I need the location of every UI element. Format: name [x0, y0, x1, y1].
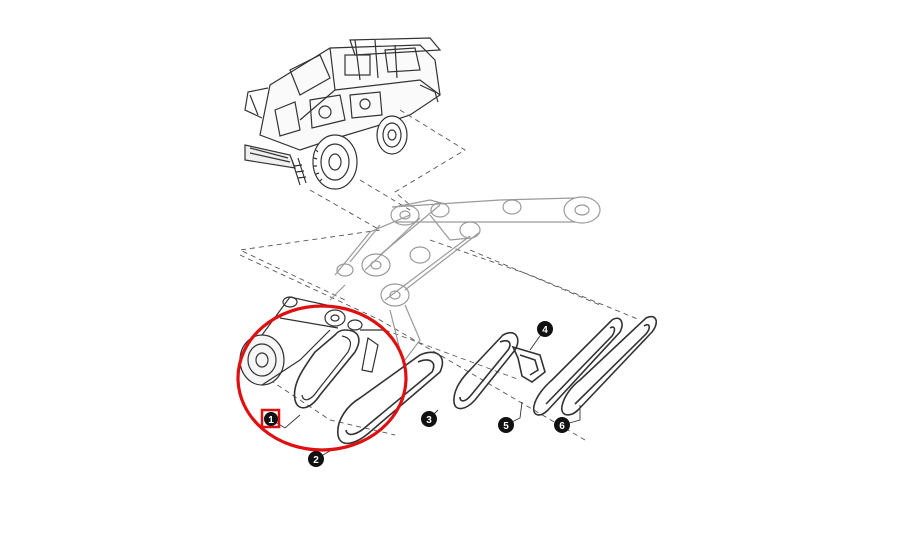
belt-4	[511, 345, 546, 383]
callout-2-marker	[308, 451, 324, 467]
callout-1[interactable]: 1	[260, 408, 281, 429]
belt-6	[560, 315, 658, 416]
callout-1-selection-box	[260, 408, 281, 429]
callout-4-marker	[537, 321, 553, 337]
combine-harvester-icon	[244, 37, 442, 190]
belt-3	[453, 331, 519, 410]
belt-5	[532, 317, 623, 416]
callout-4-label: 4	[542, 325, 548, 336]
callout-3-label: 3	[426, 415, 432, 426]
callout-5-label: 5	[503, 421, 509, 432]
projection-lines	[238, 109, 641, 441]
callout-3[interactable]: 3	[421, 411, 437, 427]
callout-3-marker	[421, 411, 437, 427]
callout-1-marker	[264, 412, 278, 426]
belt-2	[337, 351, 444, 445]
belt-drive-assembly	[329, 196, 601, 361]
belt-1-assembly	[239, 296, 385, 409]
callout-6-marker	[554, 417, 570, 433]
callout-4[interactable]: 4	[537, 321, 553, 337]
callout-5[interactable]: 5	[498, 417, 514, 433]
callout-1-label: 1	[268, 415, 274, 426]
callout-6-label: 6	[559, 421, 565, 432]
selection-highlight-circle	[236, 304, 408, 452]
callout-2-label: 2	[313, 455, 319, 466]
callout-5-marker	[498, 417, 514, 433]
callout-2[interactable]: 2	[308, 451, 324, 467]
callout-6[interactable]: 6	[554, 417, 570, 433]
